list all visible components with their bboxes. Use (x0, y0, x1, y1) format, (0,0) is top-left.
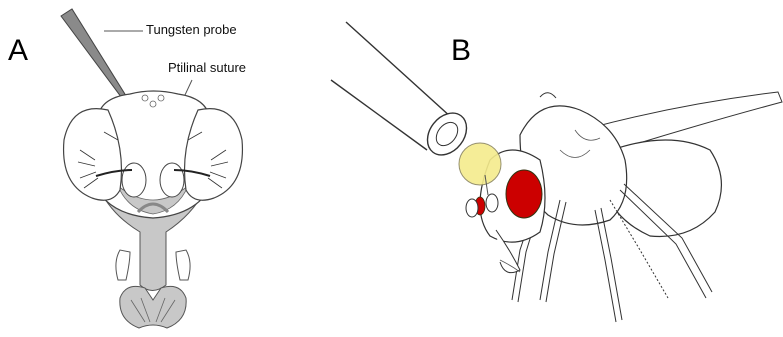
tungsten-probe-label: Tungsten probe (146, 22, 237, 37)
ptilinal-suture-label: Ptilinal suture (168, 60, 246, 75)
panel-a-letter: A (8, 36, 28, 66)
right-compound-eye (185, 109, 243, 201)
panel-b-letter: B (451, 36, 471, 66)
left-compound-eye (64, 109, 122, 201)
red-compound-eye (506, 170, 542, 218)
yellow-droplet (459, 143, 501, 185)
panel-b-drawing (331, 22, 782, 322)
panel-a-drawing (61, 9, 242, 328)
